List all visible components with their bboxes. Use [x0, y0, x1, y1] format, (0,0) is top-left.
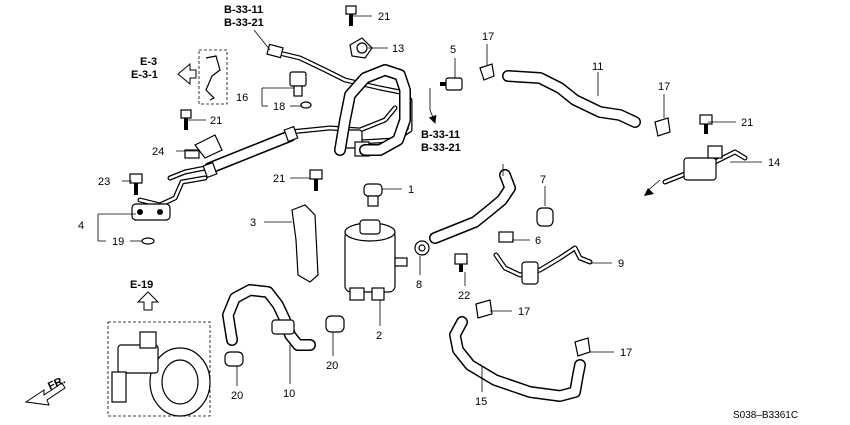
- callout-24: 24: [152, 146, 164, 158]
- callout-1: 1: [408, 184, 414, 196]
- callout-14: 14: [768, 157, 780, 169]
- callout-21: 21: [273, 173, 285, 185]
- suction-hose-10: [222, 284, 316, 351]
- hose-clamp-17-bottom: [574, 337, 591, 357]
- callout-19: 19: [112, 236, 124, 248]
- callout-17: 17: [518, 306, 530, 318]
- e19-arrow: [136, 291, 160, 311]
- callout-11: 11: [592, 61, 603, 73]
- ref-e3: E-3: [140, 56, 157, 68]
- washer-18: [300, 101, 312, 109]
- steering-pump-reference: [107, 321, 211, 417]
- ref-e19: E-19: [130, 279, 153, 291]
- callout-3: 3: [250, 217, 256, 229]
- flange-bolt-21-top: [345, 5, 357, 26]
- return-hose-loop: [334, 64, 411, 156]
- callout-2: 2: [376, 330, 382, 342]
- callout-21: 21: [741, 117, 753, 129]
- callout-20: 20: [326, 360, 338, 372]
- flange-bolt-21-right: [699, 114, 713, 134]
- hose-clip-6: [498, 231, 514, 243]
- callout-17: 17: [482, 31, 494, 43]
- washer-19: [141, 237, 155, 245]
- hose-clamp-17-mid: [475, 299, 493, 319]
- pipe-clamp-13: [349, 37, 373, 59]
- reservoir-cap-1: [363, 183, 383, 207]
- callout-4: 4: [78, 220, 84, 232]
- hose-clamp-17-right: [654, 117, 671, 137]
- callout-15: 15: [475, 396, 487, 408]
- hose-clamp-17-top: [479, 63, 495, 81]
- flange-bolt-21-center: [309, 169, 323, 191]
- return-hose-15: [449, 316, 586, 402]
- callout-21: 21: [210, 115, 222, 127]
- bolt-22: [454, 253, 468, 272]
- callout-16: 16: [236, 92, 248, 104]
- hose-clamp-20-center: [325, 315, 345, 333]
- hose-clip-8: [414, 240, 430, 256]
- diagram-code: S038–B3361C: [733, 410, 798, 421]
- return-pipe-9: [493, 245, 593, 285]
- suction-hose-12: [429, 169, 516, 244]
- callout-22: 22: [458, 290, 470, 302]
- hose-fitting-5: [440, 77, 463, 91]
- hose-clamp-7: [536, 207, 554, 227]
- callout-17: 17: [620, 347, 632, 359]
- callout-10: 10: [283, 388, 295, 400]
- callout-6: 6: [535, 235, 541, 247]
- callout-18: 18: [273, 101, 285, 113]
- ref-b3321-mid: B-33-21: [421, 142, 461, 154]
- ref-b3321-top: B-33-21: [224, 17, 264, 29]
- front-arrow-icon: [24, 382, 66, 406]
- ref-b3311-mid: B-33-11: [421, 129, 460, 141]
- hose-assembly-14: [662, 145, 748, 185]
- e3-clip-illustration: [198, 49, 228, 105]
- callout-8: 8: [416, 279, 422, 291]
- pipe-bracket-4: [131, 203, 171, 221]
- callout-20: 20: [231, 390, 243, 402]
- callout-23: 23: [98, 176, 110, 188]
- hose-clamp-20-left: [224, 351, 244, 367]
- callout-5: 5: [450, 44, 456, 56]
- callout-21: 21: [378, 11, 390, 23]
- flange-bolt-23: [129, 173, 143, 195]
- ref-e31: E-3-1: [131, 69, 158, 81]
- reservoir-bracket-3: [291, 204, 319, 283]
- callout-13: 13: [392, 43, 404, 55]
- ref-b3311-top: B-33-11: [224, 4, 263, 16]
- callout-7: 7: [540, 174, 546, 186]
- reservoir-tank-2: [344, 219, 408, 301]
- return-hose-11: [502, 70, 641, 128]
- pipe-clamp-24: [184, 134, 223, 159]
- leader-lines: [97, 15, 762, 392]
- e3-arrow: [177, 62, 197, 86]
- callout-17: 17: [658, 81, 670, 93]
- pressure-switch-16: [289, 71, 307, 97]
- front-label: FR.: [46, 374, 67, 392]
- flange-bolt-21-left: [180, 109, 192, 130]
- callout-9: 9: [618, 258, 624, 270]
